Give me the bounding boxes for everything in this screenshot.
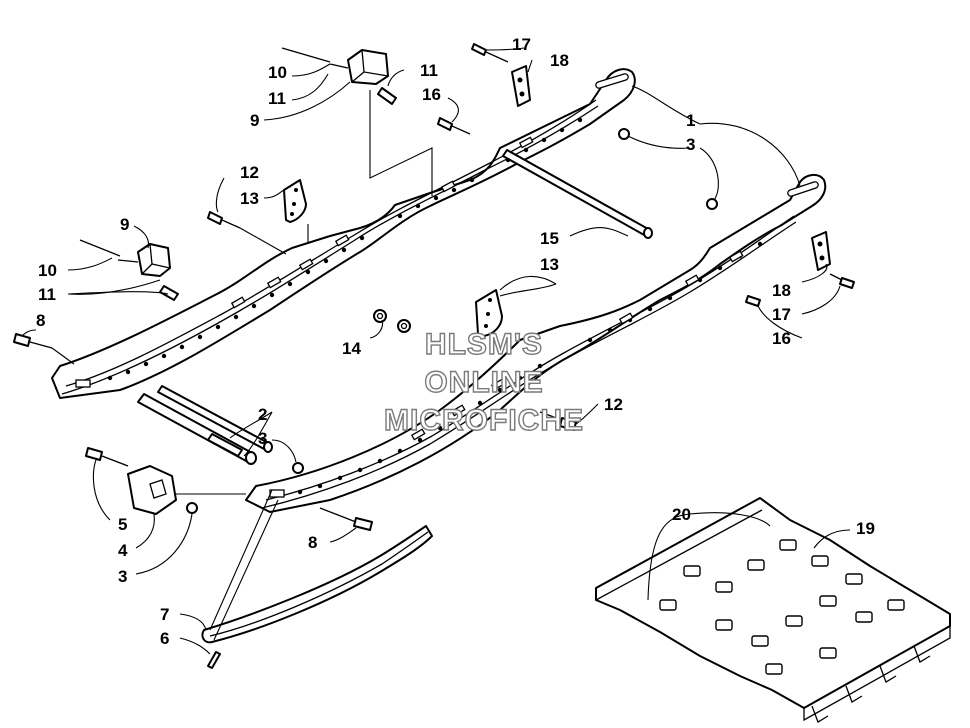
bolt-16-rear <box>437 117 471 135</box>
callout-10: 10 <box>268 63 287 82</box>
watermark-line-1: HLSM'S <box>425 328 543 361</box>
callout-3: 3 <box>118 567 127 586</box>
bolt-17-front <box>829 273 855 289</box>
right-rail-slots <box>410 250 744 441</box>
callout-10: 10 <box>38 261 57 280</box>
callout-3: 3 <box>686 135 695 154</box>
front-cross-shafts <box>137 385 273 465</box>
callout-15: 15 <box>540 229 559 248</box>
callout-13: 13 <box>240 189 259 208</box>
callout-11: 11 <box>268 89 286 108</box>
callout-16: 16 <box>422 85 441 104</box>
track-outer-lugs <box>811 645 931 723</box>
right-rail-holes <box>297 241 763 495</box>
callout-1: 1 <box>686 111 695 130</box>
callout-18: 18 <box>772 281 791 300</box>
screw-6 <box>207 651 221 669</box>
watermark-line-2: ONLINE <box>424 366 543 399</box>
nuts <box>186 128 718 514</box>
bolts <box>13 43 855 669</box>
callout-11: 11 <box>38 285 56 304</box>
hyfax-slider <box>201 525 433 644</box>
shock-bracket-right <box>475 289 503 337</box>
callout-labels: 1 2 3 3 3 4 5 6 7 8 8 9 9 10 10 11 11 11… <box>36 35 875 648</box>
shock-bracket-left <box>283 179 307 223</box>
callout-17: 17 <box>512 35 531 54</box>
callout-18: 18 <box>550 51 569 70</box>
callout-3: 3 <box>258 429 267 448</box>
watermark: HLSM'S ONLINE MICROFICHE <box>383 327 584 437</box>
axle-block-front <box>811 231 831 271</box>
left-rail-holes <box>107 117 583 381</box>
stopper-block-front <box>117 243 171 277</box>
bolt-12-left <box>207 211 241 229</box>
callout-14: 14 <box>342 339 361 358</box>
callout-17: 17 <box>772 305 791 324</box>
bolt-12-right <box>539 411 577 431</box>
right-slide-rail <box>245 174 827 513</box>
bolt-5 <box>85 447 129 467</box>
callout-8: 8 <box>36 311 45 330</box>
callout-19: 19 <box>856 519 875 538</box>
callout-5: 5 <box>118 515 127 534</box>
callout-16: 16 <box>772 329 791 348</box>
track-drive-lugs <box>659 539 905 675</box>
callout-7: 7 <box>160 605 169 624</box>
callout-12: 12 <box>240 163 259 182</box>
stopper-block-rear <box>329 49 389 85</box>
bolt-16-front <box>745 295 761 307</box>
callout-11: 11 <box>420 61 438 80</box>
wear-slider-block <box>127 465 177 515</box>
leader-lines <box>21 47 851 655</box>
left-slide-rail <box>51 68 636 399</box>
bolt-8-right <box>319 507 373 531</box>
callout-9: 9 <box>250 111 259 130</box>
callout-4: 4 <box>118 541 128 560</box>
pins-and-clips <box>79 47 397 301</box>
callout-12: 12 <box>604 395 623 414</box>
watermark-line-3: MICROFICHE <box>384 404 584 437</box>
callout-13: 13 <box>540 255 559 274</box>
bolt-17-rear <box>471 43 509 63</box>
callout-8: 8 <box>308 533 317 552</box>
callout-2: 2 <box>258 405 267 424</box>
left-rail-slots <box>230 136 534 309</box>
callout-20: 20 <box>672 505 691 524</box>
callout-9: 9 <box>120 215 129 234</box>
rear-cross-shaft <box>502 149 653 239</box>
track <box>595 497 951 723</box>
callout-6: 6 <box>160 629 169 648</box>
axle-block-rear <box>511 65 531 107</box>
bolt-8-left <box>13 333 53 349</box>
